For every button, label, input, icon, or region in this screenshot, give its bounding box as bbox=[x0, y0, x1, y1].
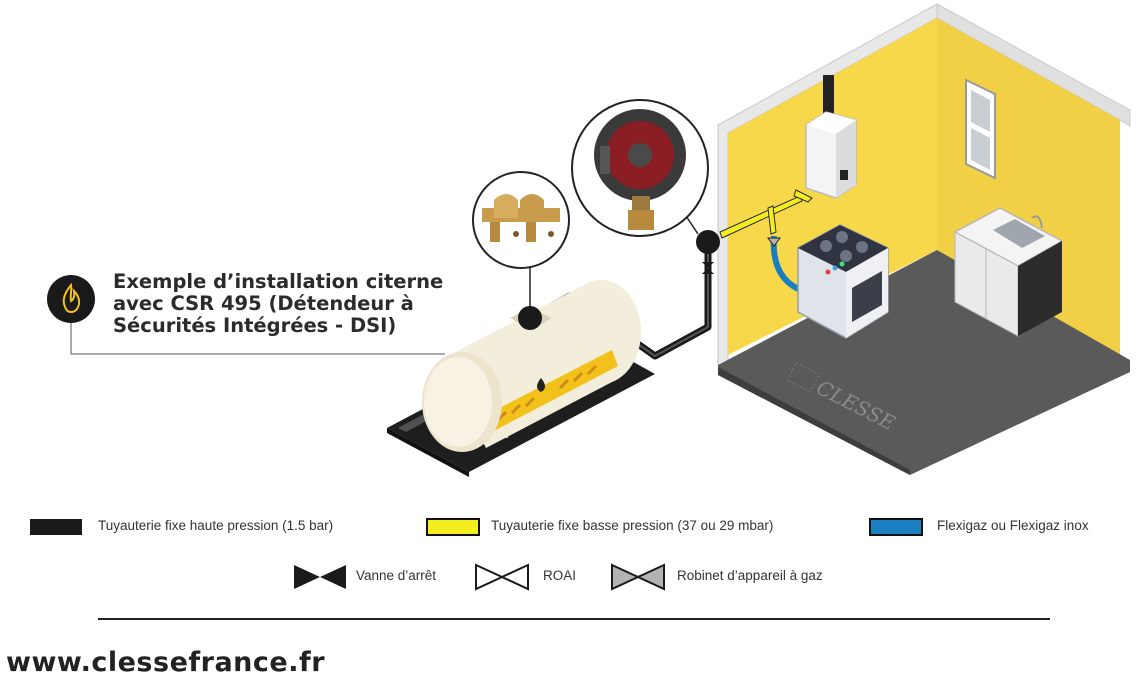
legend-swatch-low-pressure bbox=[426, 518, 480, 536]
room-floor-edge bbox=[718, 367, 910, 475]
title-line-3: Sécurités Intégrées - DSI) bbox=[113, 314, 397, 337]
title-line-2: avec CSR 495 (Détendeur à bbox=[113, 292, 414, 315]
legend-valve-appliance bbox=[611, 563, 665, 591]
title-line-1: Exemple d’installation citerne bbox=[113, 270, 444, 293]
legend-swatch-high-pressure bbox=[30, 519, 82, 535]
gas-regulator-icon bbox=[594, 109, 686, 230]
stove-icon bbox=[797, 224, 889, 339]
boiler-icon bbox=[805, 75, 857, 199]
legend-label-appliance-valve: Robinet d’appareil à gaz bbox=[677, 568, 823, 583]
flame-icon bbox=[62, 282, 81, 313]
low-pressure-pipe bbox=[719, 189, 813, 239]
window-icon bbox=[965, 78, 996, 180]
footer-divider bbox=[98, 618, 1050, 620]
title-badge bbox=[47, 275, 445, 355]
legend-label-shutoff: Vanne d’arrêt bbox=[356, 568, 437, 583]
legend-label-roai: ROAI bbox=[543, 568, 577, 583]
sink-icon bbox=[953, 207, 1064, 337]
appliance-valve-small bbox=[767, 237, 781, 247]
callout-dsi bbox=[472, 171, 570, 330]
legend-valve-roai bbox=[475, 563, 529, 591]
room-right-wall-edge bbox=[936, 3, 1131, 127]
diagram-title: Exemple d’installation citerne avec CSR … bbox=[113, 271, 443, 337]
legend-swatch-flexigaz bbox=[869, 518, 923, 536]
legend-label-flexigaz: Flexigaz ou Flexigaz inox bbox=[937, 518, 1089, 533]
regulator-connection-node bbox=[696, 230, 720, 254]
safety-valve-icon bbox=[482, 194, 560, 242]
legend-label-high-pressure: Tuyauterie fixe haute pression (1.5 bar) bbox=[98, 518, 334, 533]
website-url: www.clessefrance.fr bbox=[6, 647, 326, 678]
shutoff-valve-on-pipe bbox=[702, 262, 714, 274]
room: CLESSE bbox=[717, 3, 1131, 475]
legend-valve-shutoff bbox=[294, 565, 346, 589]
callout-regulator bbox=[571, 99, 709, 237]
legend-label-low-pressure: Tuyauterie fixe basse pression (37 ou 29… bbox=[491, 518, 774, 533]
